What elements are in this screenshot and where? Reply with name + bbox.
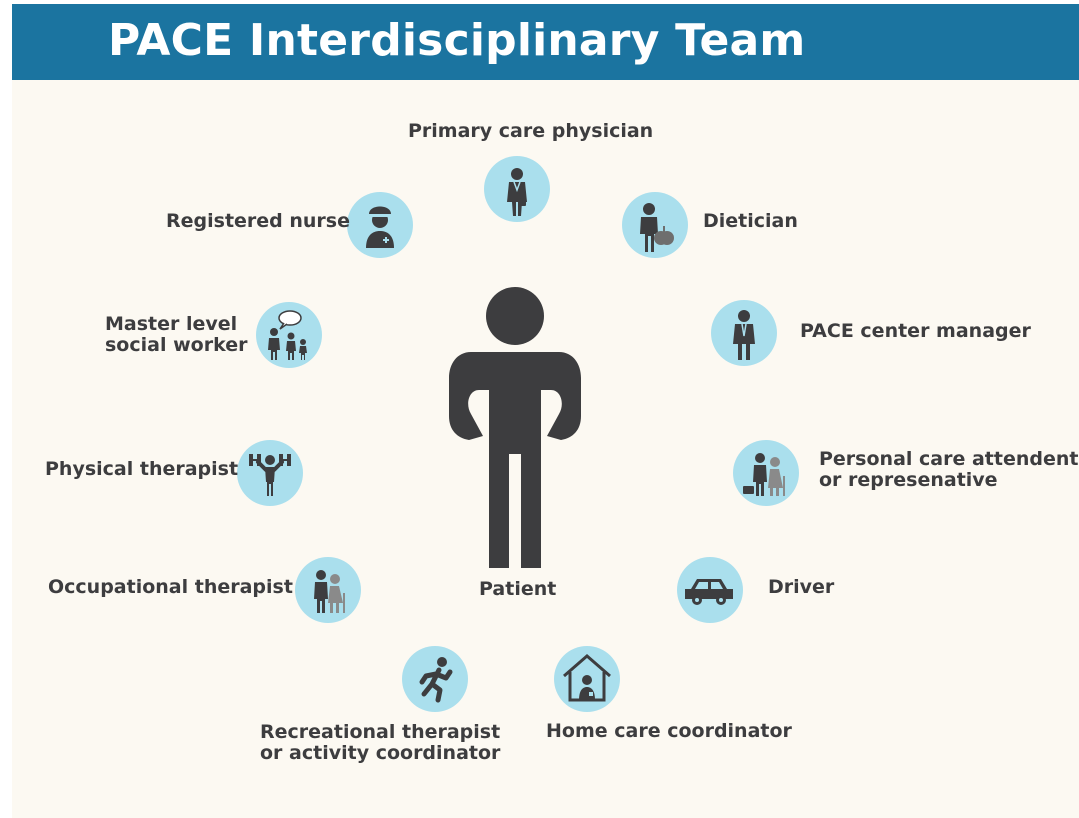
running-person-icon <box>419 657 453 703</box>
label-line: Personal care attendent <box>819 448 1079 470</box>
circle-occupational-therapist <box>295 557 361 623</box>
circle-pace-center-manager <box>711 300 777 366</box>
circle-registered-nurse <box>347 192 413 258</box>
circle-recreational-therapist <box>402 646 468 712</box>
label-recreational-therapist: Recreational therapist or activity coord… <box>260 722 500 764</box>
patient-person-icon <box>449 287 581 568</box>
label-occupational-therapist: Occupational therapist <box>48 576 293 598</box>
label-registered-nurse: Registered nurse <box>166 210 350 232</box>
nurse-icon <box>366 206 394 248</box>
circle-primary-care-physician <box>484 156 550 222</box>
person-with-apple-icon <box>640 203 674 252</box>
label-line: or activity coordinator <box>260 742 501 764</box>
circle-dietician <box>622 192 688 258</box>
page-title: PACE Interdisciplinary Team <box>108 15 806 66</box>
label-dietician: Dietician <box>703 210 798 232</box>
caregiver-with-elder-icon <box>743 453 785 496</box>
label-line: social worker <box>105 334 248 356</box>
label-social-worker: Master level social worker <box>105 314 247 356</box>
car-icon <box>685 579 733 605</box>
label-home-care-coordinator: Home care coordinator <box>546 720 792 742</box>
circle-social-worker <box>256 302 322 368</box>
circle-physical-therapist <box>237 440 303 506</box>
patient-label: Patient <box>479 578 557 600</box>
label-line: Recreational therapist <box>260 721 501 743</box>
circle-driver <box>677 557 743 623</box>
family-speech-bubble-icon <box>268 310 307 360</box>
label-pace-center-manager: PACE center manager <box>800 320 1031 342</box>
label-line: or represenative <box>819 469 998 491</box>
label-primary-care-physician: Primary care physician <box>408 120 654 142</box>
label-physical-therapist: Physical therapist <box>45 458 239 480</box>
label-line: Master level <box>105 313 238 335</box>
header-bar: PACE Interdisciplinary Team <box>12 4 1079 80</box>
house-with-nurse-icon <box>563 654 611 702</box>
manager-suit-icon <box>733 310 755 360</box>
doctor-icon <box>507 168 527 216</box>
dumbbell-person-icon <box>249 454 291 496</box>
label-driver: Driver <box>768 576 835 598</box>
helper-with-elder-icon <box>314 570 345 613</box>
label-personal-care-attendent: Personal care attendent or represenative <box>819 449 1078 491</box>
circle-personal-care-attendent <box>733 440 799 506</box>
circle-home-care-coordinator <box>554 646 620 712</box>
